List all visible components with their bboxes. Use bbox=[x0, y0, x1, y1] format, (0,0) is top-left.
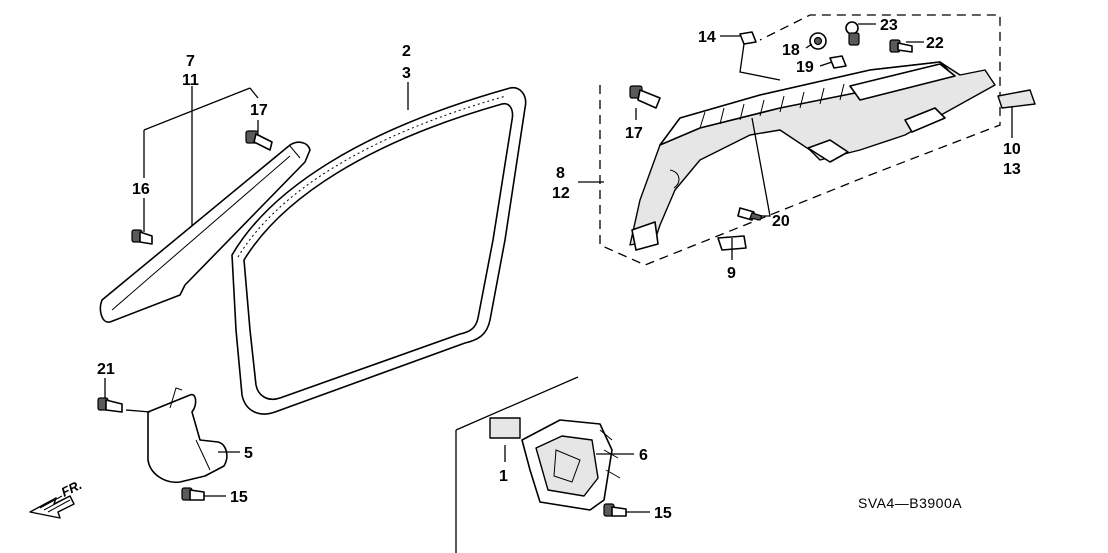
front-pillar-garnish bbox=[99, 141, 311, 323]
clip-17-right bbox=[629, 85, 661, 109]
clip-14 bbox=[739, 31, 757, 45]
callout-12: 12 bbox=[552, 185, 570, 202]
callout-23: 23 bbox=[880, 17, 898, 34]
direction-label: FR. bbox=[59, 477, 84, 500]
rear-pillar-assembly bbox=[599, 14, 1001, 266]
callout-2: 2 bbox=[402, 43, 411, 60]
callout-17-right: 17 bbox=[625, 125, 643, 142]
callout-15-left: 15 bbox=[230, 489, 248, 506]
callout-5: 5 bbox=[244, 445, 253, 462]
callout-18: 18 bbox=[782, 42, 800, 59]
callout-3: 3 bbox=[402, 65, 411, 82]
screw-20 bbox=[737, 207, 763, 221]
clip-15-right bbox=[603, 503, 627, 517]
callout-1: 1 bbox=[499, 468, 508, 485]
callout-16: 16 bbox=[132, 181, 150, 198]
cover-10 bbox=[997, 89, 1036, 109]
callout-13: 13 bbox=[1003, 161, 1021, 178]
clip-22 bbox=[889, 39, 913, 53]
front-side-kick-panel bbox=[125, 387, 228, 484]
callout-17-left: 17 bbox=[250, 102, 268, 119]
clip-19 bbox=[829, 55, 847, 69]
callout-9: 9 bbox=[727, 265, 736, 282]
door-weatherstrip bbox=[231, 86, 527, 415]
clip-16 bbox=[131, 229, 153, 245]
callout-7: 7 bbox=[186, 53, 195, 70]
clip-21 bbox=[97, 397, 123, 413]
callout-10: 10 bbox=[1003, 141, 1021, 158]
callout-20: 20 bbox=[772, 213, 790, 230]
lower-inset-panel bbox=[455, 376, 621, 553]
callout-15-right: 15 bbox=[654, 505, 672, 522]
clip-23 bbox=[845, 21, 860, 46]
leader-lines bbox=[104, 23, 1013, 513]
callout-11: 11 bbox=[182, 72, 199, 89]
clip-18 bbox=[809, 32, 827, 50]
callout-21: 21 bbox=[97, 361, 115, 378]
callout-6: 6 bbox=[639, 447, 648, 464]
diagram-code: SVA4—B3900A bbox=[858, 495, 962, 511]
callout-19: 19 bbox=[796, 59, 814, 76]
callout-14: 14 bbox=[698, 29, 716, 46]
clip-17-left bbox=[245, 130, 273, 151]
callout-8: 8 bbox=[556, 165, 565, 182]
clip-15-left bbox=[181, 487, 205, 501]
front-direction-arrow bbox=[29, 495, 75, 519]
callout-22: 22 bbox=[926, 35, 944, 52]
